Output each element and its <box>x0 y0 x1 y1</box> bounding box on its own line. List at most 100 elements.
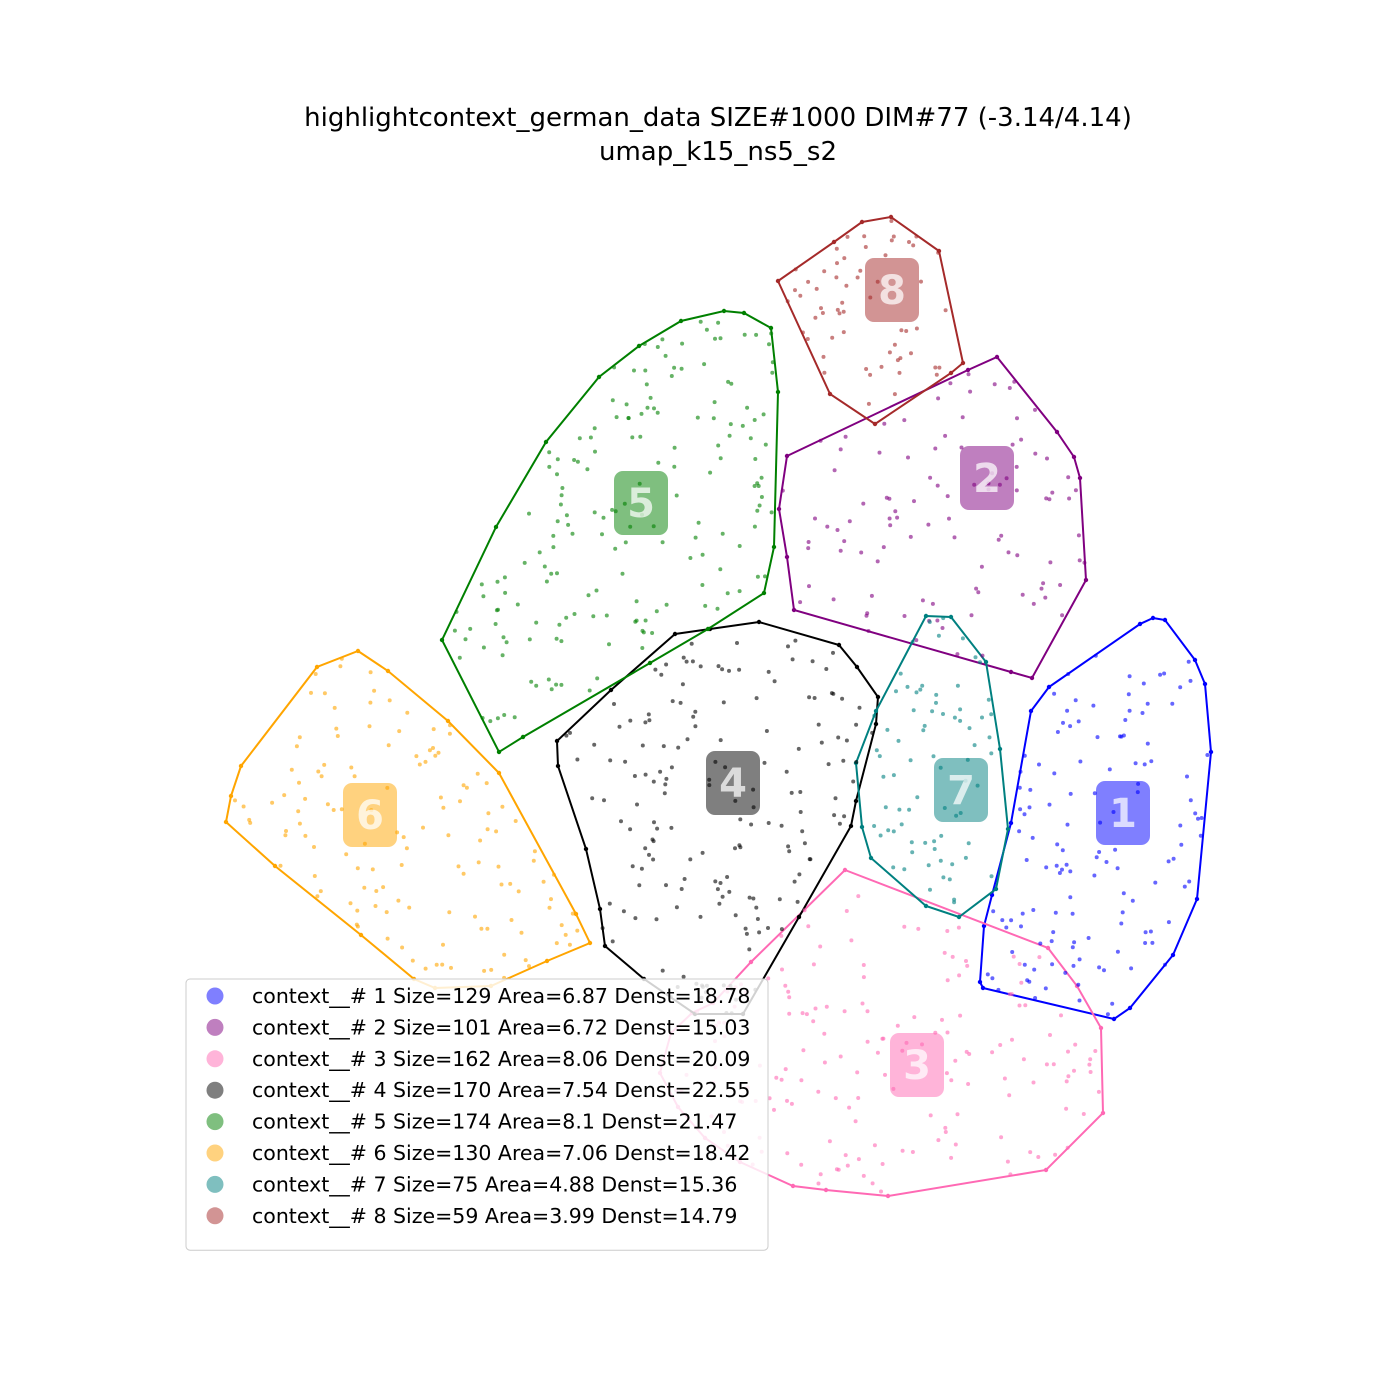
cluster-5-point <box>607 642 611 647</box>
cluster-5-point <box>572 612 577 616</box>
cluster-5-point <box>769 510 774 515</box>
legend-entry-3: context__# 3 Size=162 Area=8.06 Denst=20… <box>252 1047 750 1072</box>
cluster-3-point <box>953 1142 958 1147</box>
cluster-3-point <box>880 1162 885 1166</box>
cluster-1-hull-vertex <box>1162 617 1168 623</box>
cluster-7-hull-vertex <box>859 824 865 830</box>
cluster-2-point <box>926 522 931 527</box>
cluster-1-point <box>991 909 996 914</box>
cluster-7-point <box>911 708 916 713</box>
cluster-5-point <box>753 457 758 461</box>
cluster-5-point <box>575 459 580 464</box>
cluster-6-point <box>322 762 327 767</box>
cluster-4-point <box>786 844 791 849</box>
cluster-4-point <box>793 638 798 643</box>
cluster-4-point <box>824 667 829 671</box>
cluster-2-point <box>1067 496 1072 501</box>
cluster-3-point <box>1044 1062 1049 1067</box>
cluster-7-point <box>910 850 915 855</box>
cluster-4-point <box>689 641 694 646</box>
cluster-1-point <box>1018 807 1023 812</box>
cluster-4-point <box>802 841 807 846</box>
cluster-1-point <box>1158 672 1163 677</box>
cluster-4-point <box>651 857 656 862</box>
cluster-2-point <box>847 519 852 524</box>
cluster-6-point <box>373 904 378 908</box>
cluster-1-point <box>1185 774 1189 779</box>
cluster-2-point <box>861 501 866 506</box>
cluster-4-point <box>747 947 752 952</box>
cluster-7-point <box>986 697 991 702</box>
cluster-2-point <box>875 559 880 564</box>
cluster-3-point <box>956 925 961 930</box>
cluster-5-point <box>645 405 650 410</box>
cluster-3-point <box>861 963 866 967</box>
cluster-4-point <box>575 757 580 762</box>
cluster-7-point <box>973 655 978 660</box>
cluster-3-point <box>928 1113 933 1118</box>
cluster-6-point <box>368 670 373 675</box>
cluster-5-point <box>745 405 750 410</box>
cluster-4-point <box>844 738 849 743</box>
cluster-1-point <box>1187 879 1192 884</box>
cluster-7-hull-vertex <box>923 903 929 909</box>
cluster-7-point <box>978 660 982 665</box>
cluster-1-point <box>1049 939 1054 944</box>
cluster-5-point <box>551 533 556 538</box>
cluster-5-point <box>761 412 766 417</box>
cluster-1-point <box>1196 816 1200 821</box>
cluster-5-point <box>655 345 660 349</box>
cluster-2-point <box>1060 613 1065 618</box>
cluster-5-point <box>601 515 606 520</box>
cluster-3-point <box>1066 1049 1070 1054</box>
cluster-4-badge-label: 4 <box>719 761 747 807</box>
cluster-6-point <box>384 910 389 915</box>
cluster-8-point <box>822 370 827 375</box>
cluster-6-hull-vertex <box>355 648 361 654</box>
cluster-7-hull-vertex <box>956 914 962 920</box>
cluster-6-point <box>423 966 428 971</box>
cluster-1-hull-vertex <box>1127 1005 1133 1011</box>
cluster-points <box>233 219 1210 1194</box>
cluster-3-hull-vertex <box>748 959 754 965</box>
cluster-3-hull-vertex <box>1100 1110 1106 1116</box>
cluster-1-point <box>1033 996 1038 1000</box>
cluster-3-point <box>766 976 771 981</box>
cluster-5-point <box>755 508 760 513</box>
cluster-6-point <box>282 793 287 798</box>
cluster-4-point <box>661 744 666 749</box>
cluster-6-point <box>433 753 438 758</box>
cluster-1-point <box>1188 678 1193 683</box>
cluster-5-point <box>559 682 564 687</box>
cluster-6-point <box>339 807 344 812</box>
cluster-4-point <box>790 657 795 662</box>
cluster-6-point <box>485 827 490 832</box>
cluster-6-point <box>352 774 357 779</box>
cluster-7-point <box>872 713 877 718</box>
cluster-6-point <box>367 724 372 729</box>
cluster-2-point <box>864 613 869 618</box>
cluster-2-point <box>1006 550 1011 555</box>
cluster-2-hull-vertex <box>791 607 797 613</box>
cluster-3-point <box>881 1036 886 1041</box>
cluster-3-point <box>1072 1068 1076 1073</box>
cluster-2-point <box>831 597 836 602</box>
cluster-8-point <box>863 245 868 249</box>
cluster-4-point <box>716 664 721 669</box>
cluster-4-point <box>797 872 802 877</box>
cluster-5-point <box>624 402 629 407</box>
cluster-1-point <box>1140 711 1145 715</box>
cluster-5-point <box>547 464 552 469</box>
cluster-5-point <box>700 552 705 557</box>
cluster-8-point <box>830 335 835 340</box>
cluster-2-point <box>835 528 840 532</box>
cluster-1-point <box>1051 930 1056 935</box>
cluster-4-point <box>628 718 633 723</box>
cluster-1-hull-vertex <box>977 979 983 985</box>
cluster-1-point <box>1031 908 1036 912</box>
cluster-6-point <box>489 967 494 972</box>
cluster-5-hull-vertex <box>647 660 653 666</box>
cluster-4-point <box>643 772 648 777</box>
cluster-4-point <box>647 718 652 723</box>
